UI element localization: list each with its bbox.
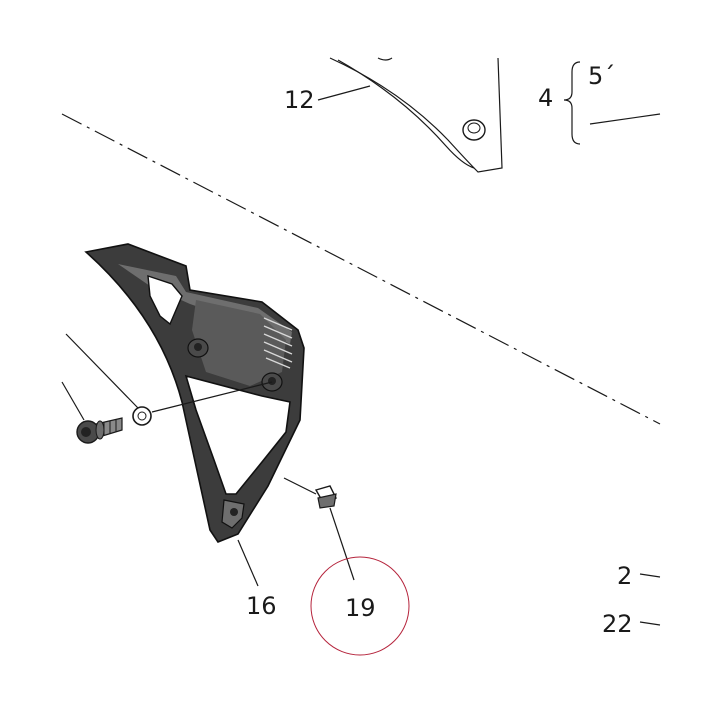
callout-16: 16 — [246, 592, 277, 620]
washer — [132, 406, 152, 426]
callout-5: 5´ — [588, 62, 615, 90]
screw — [76, 417, 123, 444]
part-16-side-cover — [84, 243, 305, 543]
leader-22 — [639, 621, 661, 626]
part-12-fairing — [329, 57, 503, 173]
leader-washer — [65, 333, 139, 409]
highlight-circle-19 — [310, 556, 410, 656]
vent-grille — [263, 317, 293, 369]
leader-screw — [61, 381, 85, 421]
brace-4 — [563, 61, 581, 145]
callout-4: 4 — [538, 84, 553, 112]
cover-window — [184, 374, 291, 495]
leader-19 — [329, 507, 355, 581]
callout-22: 22 — [602, 610, 633, 638]
leader-2 — [639, 573, 661, 578]
leader-12 — [317, 85, 371, 101]
leader-4 — [589, 113, 661, 125]
callout-19: 19 — [345, 594, 376, 622]
leader-16 — [237, 539, 259, 587]
upper-slot — [147, 274, 183, 326]
callout-2: 2 — [617, 562, 632, 590]
centerline — [61, 113, 661, 425]
assembly-line — [151, 381, 273, 413]
callout-12: 12 — [284, 86, 315, 114]
clip-assembly-line — [283, 477, 317, 495]
part-19-clip — [314, 485, 337, 509]
